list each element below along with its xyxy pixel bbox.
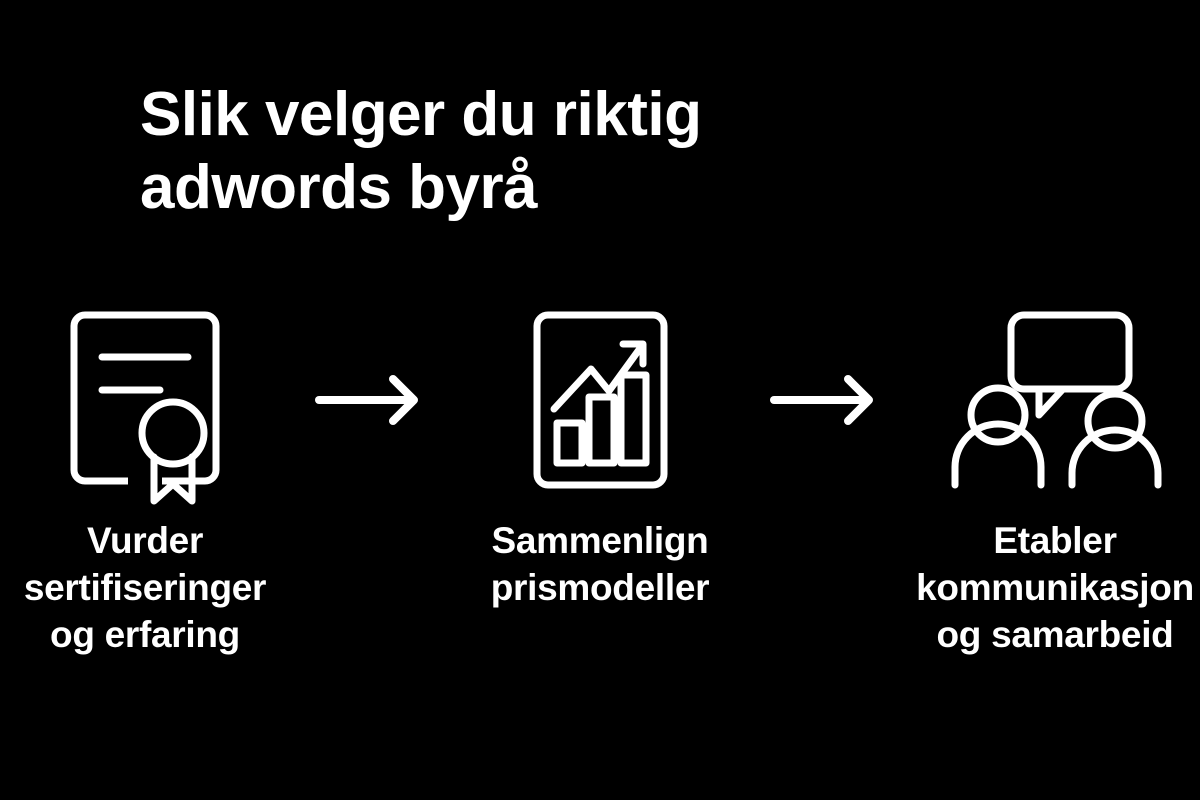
step-3-label: Etabler kommunikasjon og samarbeid bbox=[916, 520, 1194, 655]
arrow-right-icon bbox=[769, 374, 886, 426]
title-block: Slik velger du riktig adwords byrå bbox=[140, 78, 860, 224]
step-2: Sammenlign prismodeller bbox=[455, 300, 745, 612]
step-3-icon-wrap bbox=[943, 300, 1168, 500]
certificate-icon bbox=[70, 311, 220, 515]
step-2-icon-wrap bbox=[533, 300, 668, 500]
step-1-label: Vurder sertifiseringer og erfaring bbox=[23, 520, 267, 655]
connector-1 bbox=[290, 300, 455, 500]
people-conversation-icon bbox=[943, 311, 1168, 489]
page-title: Slik velger du riktig adwords byrå bbox=[140, 80, 702, 223]
connector-2 bbox=[745, 300, 910, 500]
step-2-label: Sammenlign prismodeller bbox=[490, 520, 710, 608]
steps-row: Vurder sertifiseringer og erfaring bbox=[0, 300, 1200, 659]
step-1-icon-wrap bbox=[70, 300, 220, 515]
arrow-right-icon bbox=[314, 374, 431, 426]
step-1: Vurder sertifiseringer og erfaring bbox=[0, 300, 290, 659]
bar-chart-document-icon bbox=[533, 311, 668, 489]
step-3: Etabler kommunikasjon og samarbeid bbox=[910, 300, 1200, 659]
